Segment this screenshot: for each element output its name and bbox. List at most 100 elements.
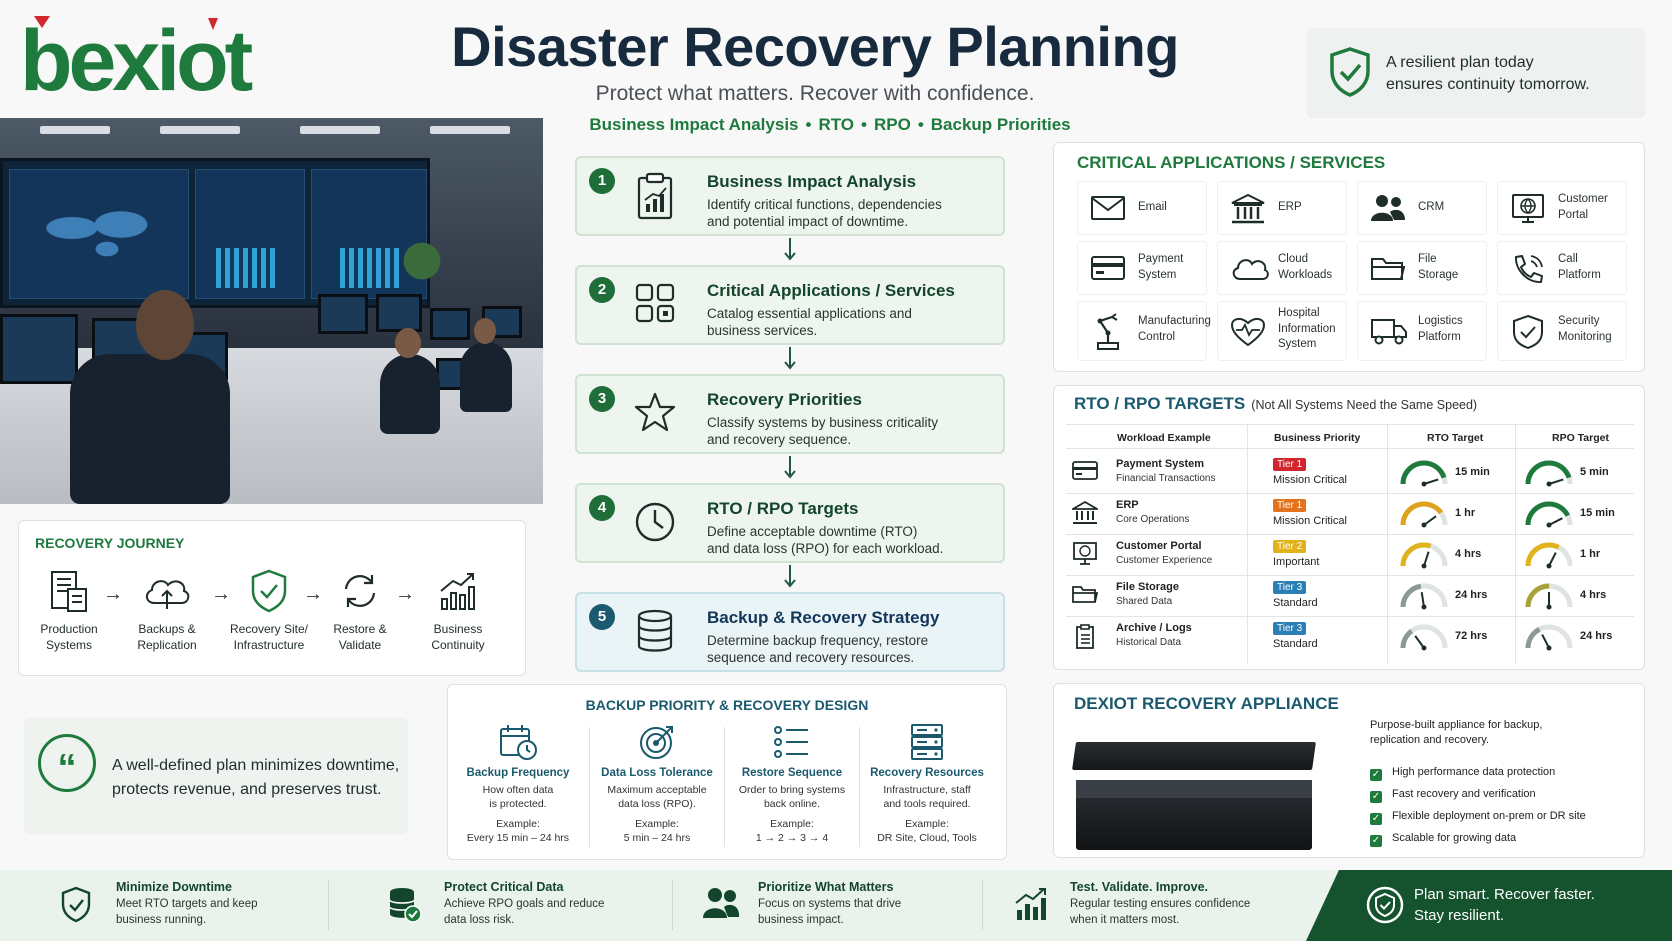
recovery-appliance: DEXIOT RECOVERY APPLIANCE Purpose-built … — [1053, 683, 1645, 858]
quote-line-2: protects revenue, and preserves trust. — [112, 781, 382, 798]
page-title: Disaster Recovery Planning — [451, 15, 1179, 78]
gauge-icon — [1525, 542, 1573, 569]
tag-backup: Backup Priorities — [930, 115, 1071, 134]
server-doc-icon — [51, 571, 87, 612]
truck-icon — [1370, 316, 1408, 346]
check-icon: ✓ — [1370, 769, 1382, 781]
heart-pulse-icon — [1230, 316, 1266, 348]
tier-badge: Tier 1 — [1273, 458, 1307, 471]
grid-apps-icon — [633, 281, 677, 327]
arrow-right-icon: → — [211, 583, 231, 605]
folder-icon — [1370, 253, 1406, 283]
refresh-icon — [344, 575, 376, 607]
critical-apps-title: CRITICAL APPLICATIONS / SERVICES — [1077, 153, 1386, 172]
step-title: RTO / RPO Targets — [707, 499, 859, 518]
quote-card: “ A well-defined plan minimizes downtime… — [24, 718, 408, 834]
quote-icon: “ — [38, 734, 96, 792]
check-icon: ✓ — [1370, 835, 1382, 847]
envelope-icon — [1090, 193, 1126, 223]
quote-line-1: A well-defined plan minimizes downtime, — [112, 757, 400, 774]
clock-icon — [633, 499, 677, 545]
arrow-down-icon — [784, 565, 796, 588]
appliance-unit-top — [1072, 742, 1316, 770]
server-rack-icon — [911, 724, 943, 760]
appliance-feature: ✓Flexible deployment on-prem or DR site — [1370, 810, 1586, 825]
gauge-icon — [1400, 460, 1448, 487]
card-icon — [1090, 253, 1126, 283]
growth-chart-icon — [440, 573, 475, 610]
users-icon — [1370, 193, 1406, 223]
gauge-icon — [1525, 460, 1573, 487]
gauge-icon — [1400, 542, 1448, 569]
appliance-feature: ✓Scalable for growing data — [1370, 832, 1517, 847]
database-icon — [633, 608, 677, 654]
folder-icon — [1072, 583, 1098, 605]
resilience-card: A resilient plan today ensures continuit… — [1306, 28, 1646, 118]
step-backup-strategy: 5 Backup & Recovery Strategy Determine b… — [575, 592, 1005, 672]
footer-bar: Minimize Downtime Meet RTO targets and k… — [0, 870, 1672, 941]
database-check-icon — [388, 886, 422, 924]
gauge-icon — [1400, 501, 1448, 528]
globe-monitor-icon — [1510, 193, 1546, 225]
tag-bia: Business Impact Analysis — [589, 115, 799, 134]
appliance-feature: ✓Fast recovery and verification — [1370, 788, 1536, 803]
svg-text:bexiot: bexiot — [20, 14, 253, 104]
growth-chart-icon — [1014, 886, 1048, 922]
rto-rpo-title: RTO / RPO TARGETS(Not All Systems Need t… — [1074, 394, 1478, 413]
calendar-clock-icon — [500, 725, 537, 760]
shield-check-icon — [60, 886, 92, 924]
tag-rto: RTO — [818, 115, 855, 134]
step-title: Business Impact Analysis — [707, 172, 917, 191]
recovery-journey-title: RECOVERY JOURNEY — [35, 535, 185, 551]
arrow-down-icon — [784, 238, 796, 261]
arrow-right-icon: → — [103, 583, 123, 605]
check-icon: ✓ — [1370, 813, 1382, 825]
topic-tags: Business Impact Analysis•RTO•RPO•Backup … — [589, 115, 1071, 134]
clipboard-chart-icon — [633, 172, 677, 222]
step-rto-rpo: 4 RTO / RPO Targets Define acceptable do… — [575, 483, 1005, 563]
step-title: Recovery Priorities — [707, 390, 862, 409]
gauge-icon — [1400, 583, 1448, 610]
app-erp: ERP — [1217, 181, 1347, 235]
tier-badge: Tier 2 — [1273, 540, 1307, 553]
appliance-feature: ✓High performance data protection — [1370, 766, 1556, 781]
footer-banner: Plan smart. Recover faster.Stay resilien… — [1306, 870, 1672, 941]
cloud-icon — [1230, 253, 1270, 283]
step-business-impact: 1 Business Impact Analysis Identify crit… — [575, 156, 1005, 236]
page-subtitle: Protect what matters. Recover with confi… — [595, 82, 1035, 105]
tier-badge: Tier 3 — [1273, 622, 1307, 635]
app-email: Email — [1077, 181, 1207, 235]
check-icon: ✓ — [1370, 791, 1382, 803]
journey-step-restore: Restore &Validate — [310, 569, 410, 653]
step-title: Critical Applications / Services — [707, 281, 955, 300]
gauge-icon — [1525, 501, 1573, 528]
step-title: Backup & Recovery Strategy — [707, 608, 940, 627]
tier-badge: Tier 1 — [1273, 499, 1307, 512]
users-icon — [702, 886, 740, 920]
building-icon — [1072, 501, 1098, 525]
shield-check-icon — [1328, 46, 1372, 98]
gauge-icon — [1400, 624, 1448, 651]
phone-icon — [1510, 253, 1546, 285]
arrow-right-icon: → — [395, 583, 415, 605]
target-icon — [640, 726, 673, 759]
shield-check-icon — [1366, 886, 1404, 924]
arrow-right-icon: → — [303, 583, 323, 605]
list-icon — [774, 726, 808, 758]
backup-priority-design: BACKUP PRIORITY & RECOVERY DESIGN Backup… — [447, 684, 1007, 860]
shield-check-icon — [251, 569, 287, 613]
bp-recovery-resources: Recovery Resources Infrastructure, staff… — [860, 723, 994, 845]
appliance-unit-bottom — [1076, 780, 1312, 850]
resilience-line-2: ensures continuity tomorrow. — [1386, 76, 1590, 93]
